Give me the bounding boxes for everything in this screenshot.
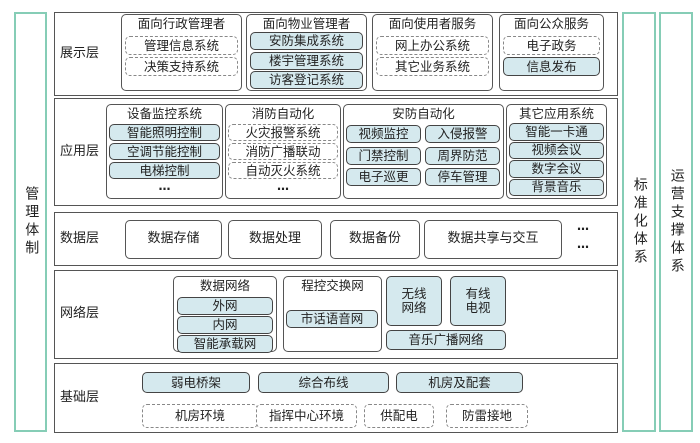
network-group-pbx: 程控交换网: [283, 276, 382, 352]
more-ellipsis: …: [577, 219, 589, 234]
app-item: 周界防范: [425, 146, 500, 165]
display-item: 电子政务: [503, 36, 600, 55]
network-item: 市话语音网: [286, 310, 378, 328]
base-item: 供配电: [364, 404, 434, 428]
app-item: 停车管理: [425, 168, 500, 186]
network-item: 内网: [177, 316, 273, 334]
display-item: 楼宇管理系统: [250, 51, 363, 70]
base-item: 机房及配套: [396, 372, 523, 393]
more-ellipsis: …: [158, 179, 171, 194]
layer-label-display: 展示层: [60, 45, 100, 61]
base-item: 综合布线: [258, 372, 389, 393]
base-item: 机房环境: [142, 404, 258, 428]
base-item: 指挥中心环境: [256, 404, 357, 428]
app-group: 消防自动化: [225, 104, 341, 199]
network-cable-tv: 有线 电视: [450, 276, 506, 326]
app-item: 视频会议: [509, 141, 604, 159]
data-item: 数据备份: [330, 220, 420, 259]
more-ellipsis: …: [577, 237, 589, 252]
side-operations: 运营支撑体系: [659, 12, 693, 432]
display-item: 网上办公系统: [376, 36, 489, 55]
more-ellipsis: …: [277, 179, 289, 194]
layer-data: [54, 212, 618, 266]
app-item: 电梯控制: [109, 162, 220, 179]
layer-label-app: 应用层: [60, 143, 100, 159]
data-item: 数据存储: [125, 220, 222, 259]
display-group: 面向行政管理者: [121, 14, 242, 91]
base-item: 弱电桥架: [142, 372, 250, 393]
app-group: 安防自动化: [343, 104, 504, 199]
app-group: 其它应用系统: [506, 104, 607, 199]
app-item: 背景音乐: [509, 178, 604, 196]
display-item: 安防集成系统: [250, 32, 363, 50]
app-item: 自动灭火系统: [228, 162, 338, 179]
app-item: 入侵报警: [425, 125, 500, 143]
network-item: 外网: [177, 297, 273, 315]
display-group: 面向公众服务: [499, 14, 604, 91]
app-item: 智能一卡通: [509, 123, 604, 141]
app-item: 电子巡更: [346, 168, 421, 186]
network-music: 音乐广播网络: [386, 330, 506, 350]
app-item: 数字会议: [509, 160, 604, 178]
layer-network: [54, 270, 618, 359]
display-item: 其它业务系统: [376, 57, 489, 76]
display-group: 面向使用者服务: [372, 14, 493, 91]
display-group: 面向物业管理者: [246, 14, 367, 91]
base-item: 防雷接地: [446, 404, 528, 428]
layer-base: [54, 363, 618, 433]
network-item: 智能承载网: [177, 335, 273, 353]
display-item: 决策支持系统: [125, 57, 238, 76]
display-item: 管理信息系统: [125, 36, 238, 55]
app-item: 空调节能控制: [109, 143, 220, 160]
layer-label-base: 基础层: [60, 389, 100, 405]
app-item: 火灾报警系统: [228, 124, 338, 141]
side-standards: 标准化体系: [622, 12, 656, 432]
app-item: 视频监控: [346, 125, 421, 143]
display-item: 访客登记系统: [250, 71, 363, 89]
side-management: 管理体制: [14, 12, 47, 432]
network-wireless: 无线 网络: [386, 276, 442, 326]
app-item: 消防广播联动: [228, 143, 338, 160]
app-group: 设备监控系统: [106, 104, 223, 199]
app-item: 门禁控制: [346, 146, 421, 165]
data-item: 数据共享与交互: [424, 220, 562, 259]
layer-label-data: 数据层: [60, 230, 100, 246]
layer-label-network: 网络层: [60, 306, 100, 322]
layer-display: [54, 12, 618, 96]
display-item: 信息发布: [503, 57, 600, 76]
data-item: 数据处理: [228, 220, 322, 259]
app-item: 智能照明控制: [109, 124, 220, 141]
layer-app: [54, 98, 618, 206]
